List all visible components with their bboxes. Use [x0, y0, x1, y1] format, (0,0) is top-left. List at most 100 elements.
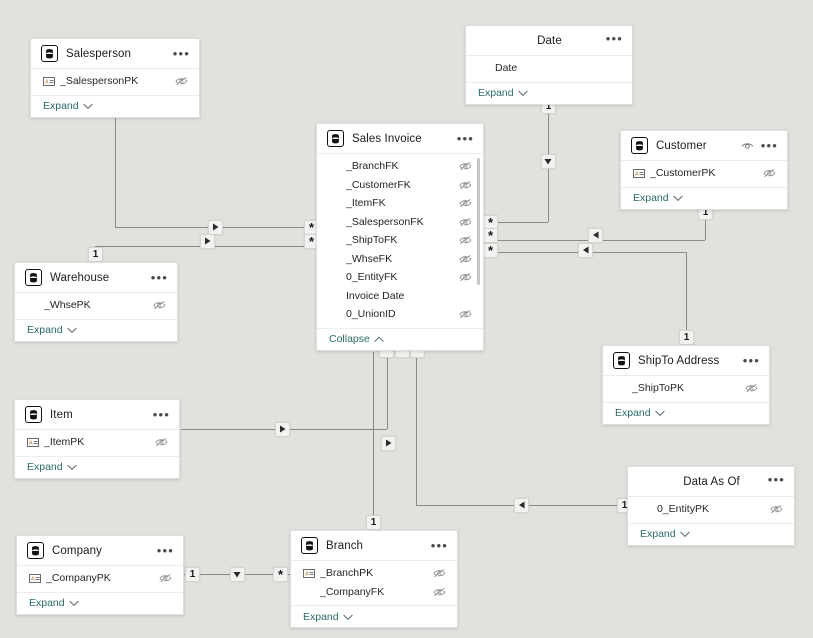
field-row[interactable]: _SalespersonFK	[317, 213, 483, 232]
more-options-icon[interactable]: •••	[430, 537, 448, 553]
connector-shipto	[686, 252, 687, 345]
cardinality-one-warehouse[interactable]: 1	[88, 247, 103, 262]
table-header-item[interactable]: Item•••	[15, 400, 179, 430]
field-row[interactable]: 0_EntityFK	[317, 268, 483, 287]
eye-visible-icon[interactable]	[741, 141, 754, 151]
eye-hidden-icon[interactable]	[459, 180, 472, 190]
eye-hidden-icon[interactable]	[763, 168, 776, 178]
table-header-customer[interactable]: Customer •••	[621, 131, 787, 161]
expand-button[interactable]: Expand	[466, 81, 632, 104]
eye-hidden-icon[interactable]	[155, 437, 168, 447]
filter-direction-date[interactable]	[541, 154, 556, 169]
table-card-warehouse[interactable]: Warehouse••• _WhsePK Expand	[14, 262, 178, 342]
field-row[interactable]: A_CompanyPK	[17, 569, 183, 588]
field-row[interactable]: Date	[466, 59, 632, 78]
table-header-data-as-of[interactable]: Data As Of•••	[628, 467, 794, 497]
field-row[interactable]: A_CustomerPK	[621, 164, 787, 183]
eye-hidden-icon[interactable]	[770, 504, 783, 514]
filter-direction-company[interactable]	[230, 567, 245, 582]
field-row[interactable]: _WhsePK	[15, 296, 177, 315]
cardinality-many-branch-company[interactable]: *	[273, 567, 288, 582]
table-header-salesperson[interactable]: Salesperson•••	[31, 39, 199, 69]
expand-button[interactable]: Expand	[628, 522, 794, 545]
svg-text:A: A	[31, 576, 35, 582]
more-options-icon[interactable]: •••	[742, 352, 760, 368]
field-row[interactable]: _CompanyFK	[291, 583, 457, 602]
table-header-sales-invoice[interactable]: Sales Invoice•••	[317, 124, 483, 154]
eye-hidden-icon[interactable]	[459, 198, 472, 208]
table-title: Customer	[656, 139, 707, 152]
filter-direction-warehouse[interactable]	[200, 234, 215, 249]
more-options-icon[interactable]: •••	[760, 137, 778, 153]
collapse-button[interactable]: Collapse	[317, 327, 483, 350]
field-name: _CustomerPK	[650, 167, 716, 180]
expand-button[interactable]: Expand	[15, 318, 177, 341]
more-options-icon[interactable]: •••	[152, 406, 170, 422]
field-row[interactable]: _WhseFK	[317, 250, 483, 269]
more-options-icon[interactable]: •••	[150, 269, 168, 285]
field-row[interactable]: _BranchFK	[317, 157, 483, 176]
eye-hidden-icon[interactable]	[459, 254, 472, 264]
field-row[interactable]: 0_EntityPK	[628, 500, 794, 519]
table-header-date[interactable]: Date•••	[466, 26, 632, 56]
table-card-salesperson[interactable]: Salesperson••• A_SalespersonPK Expand	[30, 38, 200, 118]
field-row[interactable]: Invoice Date	[317, 287, 483, 306]
table-card-customer[interactable]: Customer ••• A_CustomerPK Expand	[620, 130, 788, 210]
field-row[interactable]: A_BranchPK	[291, 564, 457, 583]
eye-hidden-icon[interactable]	[159, 573, 172, 583]
filter-direction-branch[interactable]	[381, 436, 396, 451]
more-options-icon[interactable]: •••	[456, 130, 474, 146]
filter-direction-shipto[interactable]	[578, 243, 593, 258]
more-options-icon[interactable]: •••	[172, 45, 190, 61]
expand-button[interactable]: Expand	[17, 591, 183, 614]
eye-hidden-icon[interactable]	[433, 568, 446, 578]
eye-hidden-icon[interactable]	[745, 383, 758, 393]
field-row[interactable]: _ShipToPK	[603, 379, 769, 398]
table-card-item[interactable]: Item••• A_ItemPK Expand	[14, 399, 180, 479]
field-row[interactable]: A_SalespersonPK	[31, 72, 199, 91]
eye-hidden-icon[interactable]	[459, 309, 472, 319]
more-options-icon[interactable]: •••	[605, 31, 623, 46]
table-card-sales-invoice[interactable]: Sales Invoice••• _BranchFK_CustomerFK_Ite…	[316, 123, 484, 351]
field-row[interactable]: _ShipToFK	[317, 231, 483, 250]
cardinality-many-customer[interactable]: *	[483, 228, 498, 243]
expand-button[interactable]: Expand	[291, 605, 457, 627]
filter-direction-customer[interactable]	[588, 228, 603, 243]
eye-hidden-icon[interactable]	[459, 161, 472, 171]
eye-hidden-icon[interactable]	[459, 217, 472, 227]
expand-button[interactable]: Expand	[603, 401, 769, 424]
table-card-branch[interactable]: Branch••• A_BranchPK_CompanyFK Expand	[290, 530, 458, 628]
more-options-icon[interactable]: •••	[156, 542, 174, 558]
table-card-shipto-address[interactable]: ShipTo Address••• _ShipToPK Expand	[602, 345, 770, 425]
table-header-company[interactable]: Company•••	[17, 536, 183, 566]
eye-hidden-icon[interactable]	[433, 587, 446, 597]
field-row[interactable]: _CustomerFK	[317, 176, 483, 195]
cardinality-one-branch[interactable]: 1	[366, 515, 381, 530]
field-list-scrollbar[interactable]	[477, 158, 480, 285]
filter-direction-dataasof[interactable]	[514, 498, 529, 513]
filter-direction-item[interactable]	[275, 422, 290, 437]
field-row[interactable]: _ItemFK	[317, 194, 483, 213]
table-card-company[interactable]: Company••• A_CompanyPK Expand	[16, 535, 184, 615]
expand-button[interactable]: Expand	[15, 455, 179, 478]
cardinality-many-shipto[interactable]: *	[483, 243, 498, 258]
table-header-shipto-address[interactable]: ShipTo Address•••	[603, 346, 769, 376]
cardinality-one-shipto[interactable]: 1	[679, 330, 694, 345]
filter-direction-salesperson[interactable]	[208, 220, 223, 235]
eye-hidden-icon[interactable]	[153, 300, 166, 310]
table-header-branch[interactable]: Branch•••	[291, 531, 457, 561]
expand-button[interactable]: Expand	[621, 186, 787, 209]
connector-branch	[373, 352, 374, 530]
eye-hidden-icon[interactable]	[175, 76, 188, 86]
eye-hidden-icon[interactable]	[459, 272, 472, 282]
expand-button[interactable]: Expand	[31, 94, 199, 117]
field-row[interactable]: 0_UnionID	[317, 305, 483, 324]
eye-hidden-icon[interactable]	[459, 235, 472, 245]
field-row[interactable]: A_ItemPK	[15, 433, 179, 452]
table-card-data-as-of[interactable]: Data As Of••• 0_EntityPK Expand	[627, 466, 795, 546]
cardinality-one-company[interactable]: 1	[185, 567, 200, 582]
more-options-icon[interactable]: •••	[767, 472, 785, 487]
table-header-warehouse[interactable]: Warehouse•••	[15, 263, 177, 293]
